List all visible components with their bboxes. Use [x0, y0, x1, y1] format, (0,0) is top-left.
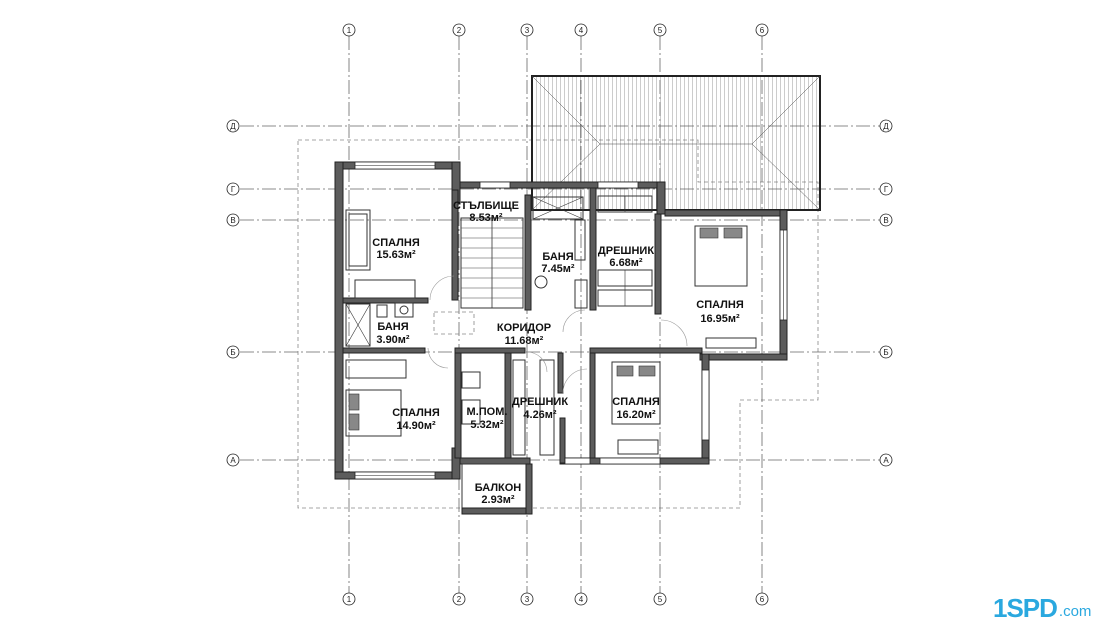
room-name: КОРИДОР	[497, 322, 551, 334]
axis-bubble-row-right: А	[879, 453, 893, 467]
axis-bubble-row-right: В	[879, 213, 893, 227]
brand-logo: 1SPD .com	[993, 589, 1113, 627]
axis-label: 6	[760, 26, 765, 35]
room-name: БАНЯ	[377, 321, 408, 333]
axis-label: Г	[884, 185, 889, 194]
axis-label: 1	[347, 26, 352, 35]
axis-label: В	[230, 216, 235, 225]
axis-bubble-column-bottom: 5	[653, 592, 667, 606]
room-name: СПАЛНЯ	[372, 237, 420, 249]
axis-bubble-column-top: 1	[342, 23, 356, 37]
axis-label: 4	[579, 26, 584, 35]
room-area: 8.53м²	[469, 212, 503, 224]
room-area: 16.20м²	[616, 409, 656, 421]
room-name: М.ПОМ.	[467, 406, 508, 418]
logo-brand: 1SPD	[993, 592, 1058, 623]
axis-label: 5	[658, 26, 663, 35]
room-name: ДРЕШНИК	[512, 396, 568, 408]
axis-bubble-column-top: 5	[653, 23, 667, 37]
balcony	[461, 463, 533, 515]
axis-label: Г	[231, 185, 236, 194]
axis-bubble-column-bottom: 4	[574, 592, 588, 606]
axis-label: 6	[760, 595, 765, 604]
axis-bubble-column-top: 2	[452, 23, 466, 37]
axis-label: 5	[658, 595, 663, 604]
room-name: БАЛКОН	[475, 482, 522, 494]
axis-label: 3	[525, 26, 530, 35]
doors	[427, 275, 688, 394]
room-area: 5.32м²	[470, 419, 504, 431]
axis-bubble-row-left: Д	[226, 119, 240, 133]
room-labels: СТЪЛБИЩЕ 8.53м² СПАЛНЯ 15.63м² БАНЯ 7.45…	[372, 200, 744, 506]
windows	[354, 161, 788, 480]
axis-label: А	[883, 456, 889, 465]
axis-bubble-row-left: Г	[226, 182, 240, 196]
axis-bubble-row-left: Б	[226, 345, 240, 359]
room-name: БАНЯ	[542, 251, 573, 263]
room-area: 7.45м²	[541, 263, 575, 275]
room-area: 2.93м²	[481, 494, 515, 506]
axis-label: 3	[525, 595, 530, 604]
room-area: 11.68м²	[505, 335, 544, 347]
staircase	[433, 217, 524, 335]
axis-label: В	[883, 216, 888, 225]
logo-domain: .com	[1058, 602, 1092, 620]
room-area: 3.90м²	[376, 334, 410, 346]
axis-label: 2	[457, 595, 462, 604]
room-area: 14.90м²	[396, 420, 436, 432]
room-name: СПАЛНЯ	[392, 407, 440, 419]
room-name: СПАЛНЯ	[696, 299, 744, 311]
room-name: СПАЛНЯ	[612, 396, 660, 408]
axis-bubble-column-top: 4	[574, 23, 588, 37]
axis-bubble-row-right: Д	[879, 119, 893, 133]
axis-bubble-column-top: 3	[520, 23, 534, 37]
axis-bubble-row-left: В	[226, 213, 240, 227]
axis-label: 1	[347, 595, 352, 604]
axis-label: Б	[883, 348, 888, 357]
axis-bubble-row-right: Б	[879, 345, 893, 359]
axis-label: 2	[457, 26, 462, 35]
axis-bubble-column-bottom: 1	[342, 592, 356, 606]
roof-area	[531, 75, 821, 211]
axis-bubble-column-bottom: 6	[755, 592, 769, 606]
room-area: 4.26м²	[523, 409, 557, 421]
axis-bubble-column-bottom: 2	[452, 592, 466, 606]
room-area: 16.95м²	[700, 313, 740, 325]
room-area: 6.68м²	[609, 257, 643, 269]
axis-label: 4	[579, 595, 584, 604]
axis-bubble-column-bottom: 3	[520, 592, 534, 606]
axis-label: А	[230, 456, 236, 465]
axis-label: Д	[883, 122, 889, 131]
room-name: СТЪЛБИЩЕ	[453, 200, 519, 212]
axis-label: Д	[230, 122, 236, 131]
axis-label: Б	[230, 348, 235, 357]
axis-bubble-row-right: Г	[879, 182, 893, 196]
axis-bubble-row-left: А	[226, 453, 240, 467]
room-area: 15.63м²	[376, 249, 416, 261]
room-name: ДРЕШНИК	[598, 245, 654, 257]
furniture	[345, 195, 757, 456]
axis-bubble-column-top: 6	[755, 23, 769, 37]
